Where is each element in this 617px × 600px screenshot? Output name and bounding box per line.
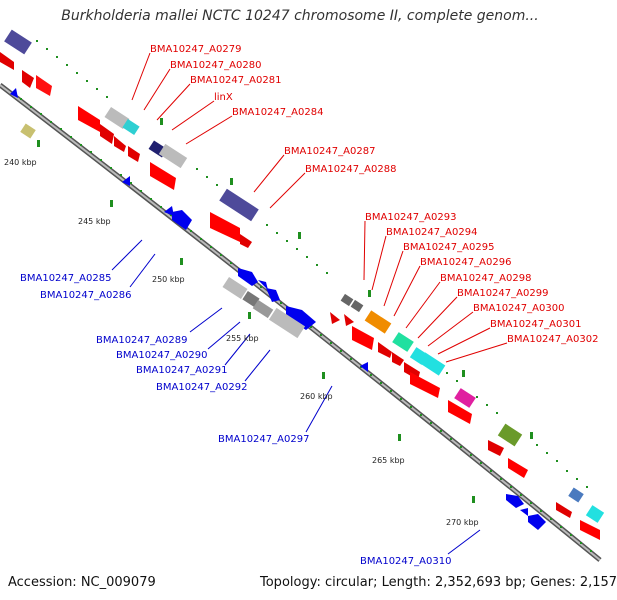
gene-label[interactable]: linX <box>214 92 233 103</box>
gene-arrow[interactable] <box>448 400 472 424</box>
gene-arrow[interactable] <box>392 352 404 366</box>
gene-arrow[interactable] <box>556 502 572 518</box>
gene-label[interactable]: BMA10247_A0291 <box>136 365 227 376</box>
outer-tick-ring <box>36 40 588 488</box>
gene-box[interactable] <box>418 352 446 376</box>
reverse-gene-labels: BMA10247_A0285 BMA10247_A0286 BMA10247_A… <box>20 273 451 567</box>
gene-arrow[interactable] <box>266 288 280 302</box>
scale-labels: 240 kbp 245 kbp 250 kbp 255 kbp 260 kbp … <box>4 158 479 527</box>
gene-arrow[interactable] <box>528 514 546 530</box>
scale-label: 260 kbp <box>300 392 333 401</box>
gene-label[interactable]: BMA10247_A0295 <box>403 242 494 253</box>
gene-label[interactable]: BMA10247_A0287 <box>284 146 375 157</box>
scale-label: 270 kbp <box>446 518 479 527</box>
gene-arrow[interactable] <box>258 280 268 290</box>
gene-arrow[interactable] <box>240 234 252 248</box>
gene-box[interactable] <box>219 188 259 222</box>
gene-arrow[interactable] <box>352 326 374 350</box>
gene-box[interactable] <box>222 276 248 300</box>
gene-arrow[interactable] <box>172 210 192 230</box>
gene-label[interactable]: BMA10247_A0289 <box>96 335 187 346</box>
gene-box[interactable] <box>568 487 584 503</box>
gene-label[interactable]: BMA10247_A0296 <box>420 257 511 268</box>
accession-text: Accession: NC_009079 <box>8 575 156 590</box>
gene-arrow[interactable] <box>114 136 126 152</box>
gene-arrow[interactable] <box>410 372 440 398</box>
gene-arrow[interactable] <box>0 52 14 70</box>
gene-label[interactable]: BMA10247_A0288 <box>305 164 396 175</box>
gene-arrow[interactable] <box>36 75 52 96</box>
gene-arrow[interactable] <box>378 342 392 358</box>
gene-label[interactable]: BMA10247_A0300 <box>473 303 564 314</box>
gene-box[interactable] <box>392 332 414 352</box>
reverse-leader-lines <box>111 239 481 555</box>
genome-map: 240 kbp 245 kbp 250 kbp 255 kbp 260 kbp … <box>0 29 605 567</box>
gene-label[interactable]: BMA10247_A0302 <box>507 334 598 345</box>
gene-box[interactable] <box>4 29 32 55</box>
gene-arrow[interactable] <box>100 124 114 144</box>
forward-leader-lines <box>131 52 508 363</box>
gene-arrow[interactable] <box>238 268 258 286</box>
gene-arrow[interactable] <box>330 312 340 324</box>
gene-arrow[interactable] <box>78 106 100 132</box>
gene-box[interactable] <box>242 290 260 308</box>
gene-label[interactable]: BMA10247_A0286 <box>40 290 131 301</box>
gene-box[interactable] <box>20 123 36 139</box>
gene-arrow[interactable] <box>210 212 240 242</box>
gene-label[interactable]: BMA10247_A0297 <box>218 434 309 445</box>
scale-label: 250 kbp <box>152 275 185 284</box>
gene-label[interactable]: BMA10247_A0298 <box>440 273 531 284</box>
gene-label[interactable]: BMA10247_A0310 <box>360 556 451 567</box>
gene-box[interactable] <box>497 423 523 447</box>
gene-box[interactable] <box>340 293 354 307</box>
scale-label: 245 kbp <box>78 217 111 226</box>
gene-box[interactable] <box>122 118 140 136</box>
forward-genes <box>0 29 605 540</box>
gene-arrow[interactable] <box>122 176 130 186</box>
gene-box[interactable] <box>364 310 392 334</box>
gene-label[interactable]: BMA10247_A0292 <box>156 382 247 393</box>
gene-arrow[interactable] <box>164 206 174 216</box>
gene-label[interactable]: BMA10247_A0285 <box>20 273 111 284</box>
gene-box[interactable] <box>350 299 364 313</box>
gene-arrow[interactable] <box>150 162 176 190</box>
gene-arrow[interactable] <box>360 362 368 372</box>
gene-box[interactable] <box>252 299 274 319</box>
gene-label[interactable]: BMA10247_A0280 <box>170 60 261 71</box>
scale-label: 265 kbp <box>372 456 405 465</box>
reverse-genes <box>10 88 546 530</box>
gene-box[interactable] <box>104 106 130 130</box>
gene-label[interactable]: BMA10247_A0299 <box>457 288 548 299</box>
gene-label[interactable]: BMA10247_A0290 <box>116 350 207 361</box>
gene-arrow[interactable] <box>520 508 528 516</box>
gene-arrow[interactable] <box>22 70 34 88</box>
gene-arrow[interactable] <box>344 314 354 326</box>
gene-box[interactable] <box>158 143 188 169</box>
gene-label[interactable]: BMA10247_A0279 <box>150 44 241 55</box>
gene-arrow[interactable] <box>128 146 140 162</box>
gene-arrow[interactable] <box>488 440 504 456</box>
gene-arrow[interactable] <box>580 520 600 540</box>
gene-arrow[interactable] <box>10 88 18 98</box>
map-title: Burkholderia mallei NCTC 10247 chromosom… <box>61 8 539 24</box>
gene-arrow[interactable] <box>506 494 524 508</box>
forward-gene-labels: BMA10247_A0279 BMA10247_A0280 BMA10247_A… <box>150 44 598 345</box>
scale-label: 240 kbp <box>4 158 37 167</box>
gene-box[interactable] <box>454 388 476 408</box>
gene-arrow[interactable] <box>508 458 528 478</box>
gene-label[interactable]: BMA10247_A0294 <box>386 227 477 238</box>
gene-arrow[interactable] <box>286 306 316 330</box>
gene-label[interactable]: BMA10247_A0281 <box>190 75 281 86</box>
summary-text: Topology: circular; Length: 2,352,693 bp… <box>260 575 617 590</box>
gene-box[interactable] <box>268 307 306 339</box>
gene-label[interactable]: BMA10247_A0293 <box>365 212 456 223</box>
scale-label: 255 kbp <box>226 334 259 343</box>
gene-label[interactable]: BMA10247_A0301 <box>490 319 581 330</box>
gene-label[interactable]: BMA10247_A0284 <box>232 107 323 118</box>
gene-box[interactable] <box>585 505 605 523</box>
